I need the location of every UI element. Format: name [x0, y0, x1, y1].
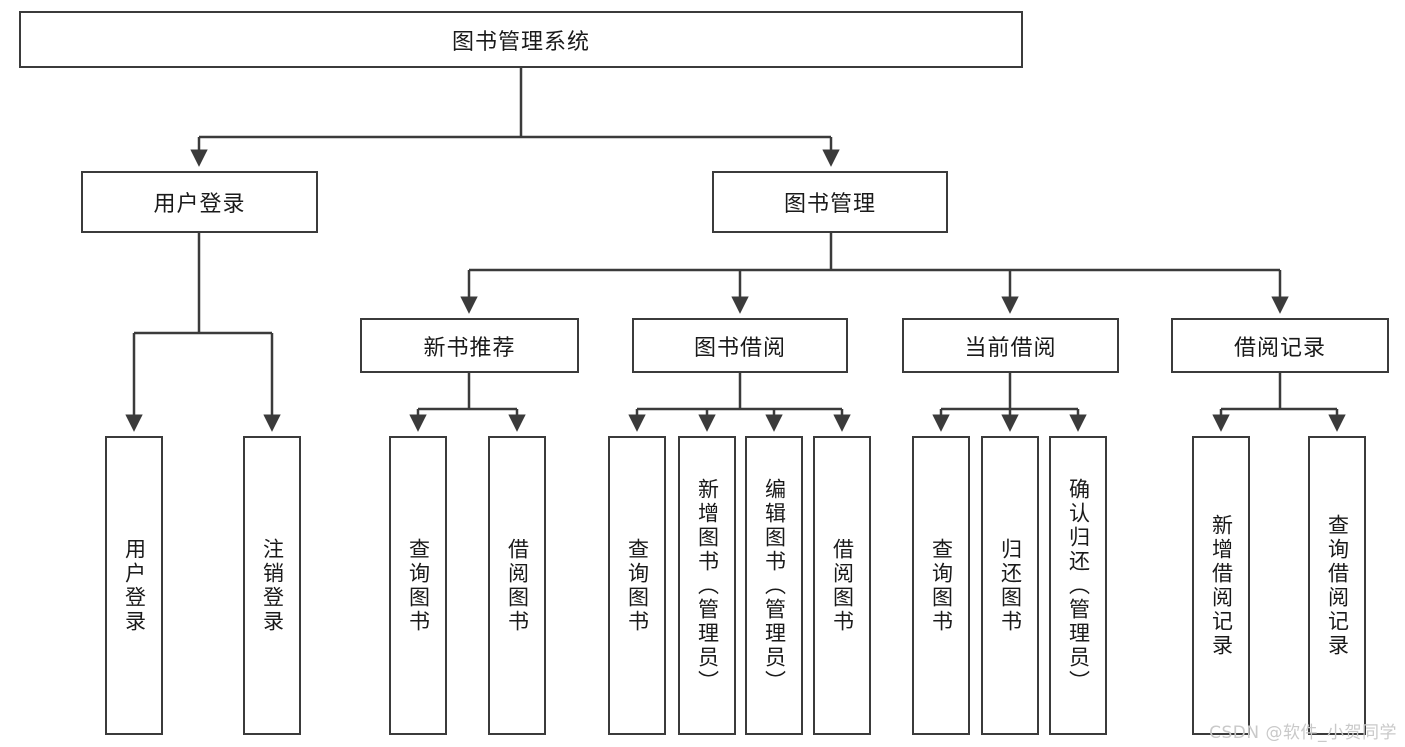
node-root[interactable]: 图书管理系统	[19, 11, 1023, 68]
node-leaf-add-book-admin[interactable]: 新增图书（管理员）	[678, 436, 736, 735]
node-leaf-query-book-recommend[interactable]: 查询图书	[389, 436, 447, 735]
node-leaf-user-login[interactable]: 用户登录	[105, 436, 163, 735]
node-leaf-logout-login[interactable]: 注销登录	[243, 436, 301, 735]
node-leaf-query-book-borrow[interactable]: 查询图书	[608, 436, 666, 735]
node-user-login[interactable]: 用户登录	[81, 171, 318, 233]
node-leaf-confirm-return-admin[interactable]: 确认归还（管理员）	[1049, 436, 1107, 735]
node-leaf-return-book[interactable]: 归还图书	[981, 436, 1039, 735]
node-leaf-query-book-current[interactable]: 查询图书	[912, 436, 970, 735]
node-leaf-query-borrow-record[interactable]: 查询借阅记录	[1308, 436, 1366, 735]
node-new-book-recommend[interactable]: 新书推荐	[360, 318, 579, 373]
node-leaf-edit-book-admin[interactable]: 编辑图书（管理员）	[745, 436, 803, 735]
node-book-manage[interactable]: 图书管理	[712, 171, 948, 233]
node-leaf-borrow-book-recommend[interactable]: 借阅图书	[488, 436, 546, 735]
csdn-watermark: CSDN @软件_小贺同学	[1209, 723, 1397, 743]
node-borrow-record[interactable]: 借阅记录	[1171, 318, 1389, 373]
node-leaf-add-borrow-record[interactable]: 新增借阅记录	[1192, 436, 1250, 735]
node-leaf-borrow-book[interactable]: 借阅图书	[813, 436, 871, 735]
node-current-borrow[interactable]: 当前借阅	[902, 318, 1119, 373]
node-book-borrow[interactable]: 图书借阅	[632, 318, 848, 373]
